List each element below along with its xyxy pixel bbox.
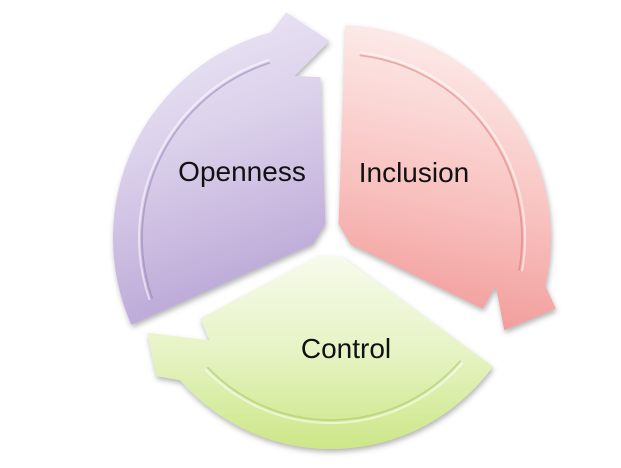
inclusion-groove-highlight — [359, 51, 527, 272]
inclusion-arrow-wedge — [338, 25, 556, 331]
segment-control: Control — [147, 255, 493, 449]
openness-arrow-wedge — [113, 12, 330, 325]
openness-groove-highlight — [138, 59, 270, 300]
openness-label: Openness — [178, 156, 306, 187]
control-groove-highlight — [204, 362, 464, 425]
control-label: Control — [301, 333, 391, 364]
inclusion-groove-line — [359, 54, 523, 271]
control-groove-line — [207, 360, 461, 421]
segment-openness: Openness — [113, 12, 330, 325]
openness-groove-line — [141, 62, 270, 299]
control-arrow-wedge — [147, 255, 493, 449]
inclusion-label: Inclusion — [359, 157, 470, 188]
segment-inclusion: Inclusion — [338, 25, 556, 331]
